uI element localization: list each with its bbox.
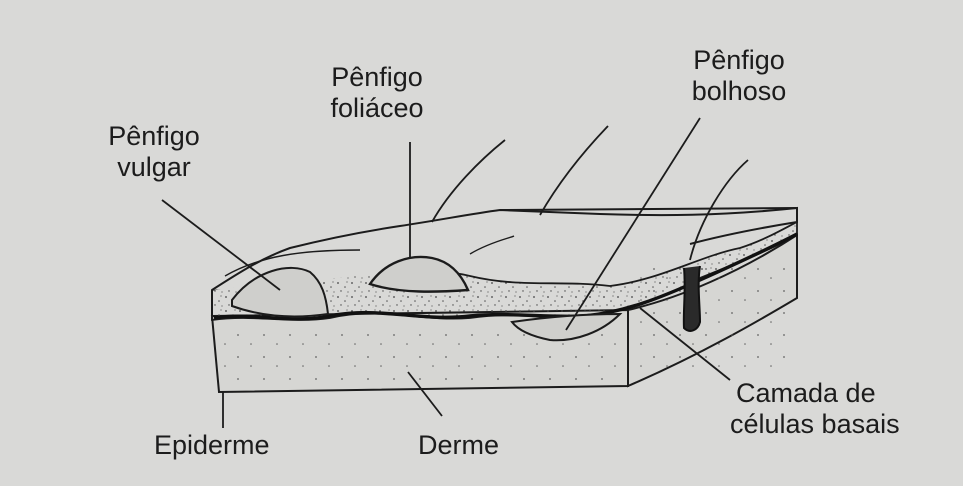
label-penfigo-foliaceo: Pênfigo foliáceo [307,62,447,124]
label-penfigo-foliaceo-line2: foliáceo [307,93,447,124]
label-derme: Derme [418,430,499,461]
label-penfigo-bolhoso: Pênfigo bolhoso [664,45,814,107]
hatch-stroke-2 [540,126,608,215]
label-camada-basal-line1: Camada de [730,378,930,409]
label-epiderme: Epiderme [154,430,270,461]
label-camada-basal-line2: células basais [730,409,930,440]
follicle [684,266,700,331]
label-penfigo-bolhoso-line1: Pênfigo [664,45,814,76]
leader-vulgar [162,200,280,290]
label-penfigo-vulgar-line2: vulgar [84,152,224,183]
hatch-stroke-3 [690,160,748,260]
label-penfigo-vulgar-line1: Pênfigo [84,121,224,152]
label-penfigo-vulgar: Pênfigo vulgar [84,121,224,183]
label-penfigo-bolhoso-line2: bolhoso [664,76,814,107]
hatch-stroke-1 [432,140,505,222]
label-penfigo-foliaceo-line1: Pênfigo [307,62,447,93]
label-camada-basal: Camada de células basais [730,378,930,440]
